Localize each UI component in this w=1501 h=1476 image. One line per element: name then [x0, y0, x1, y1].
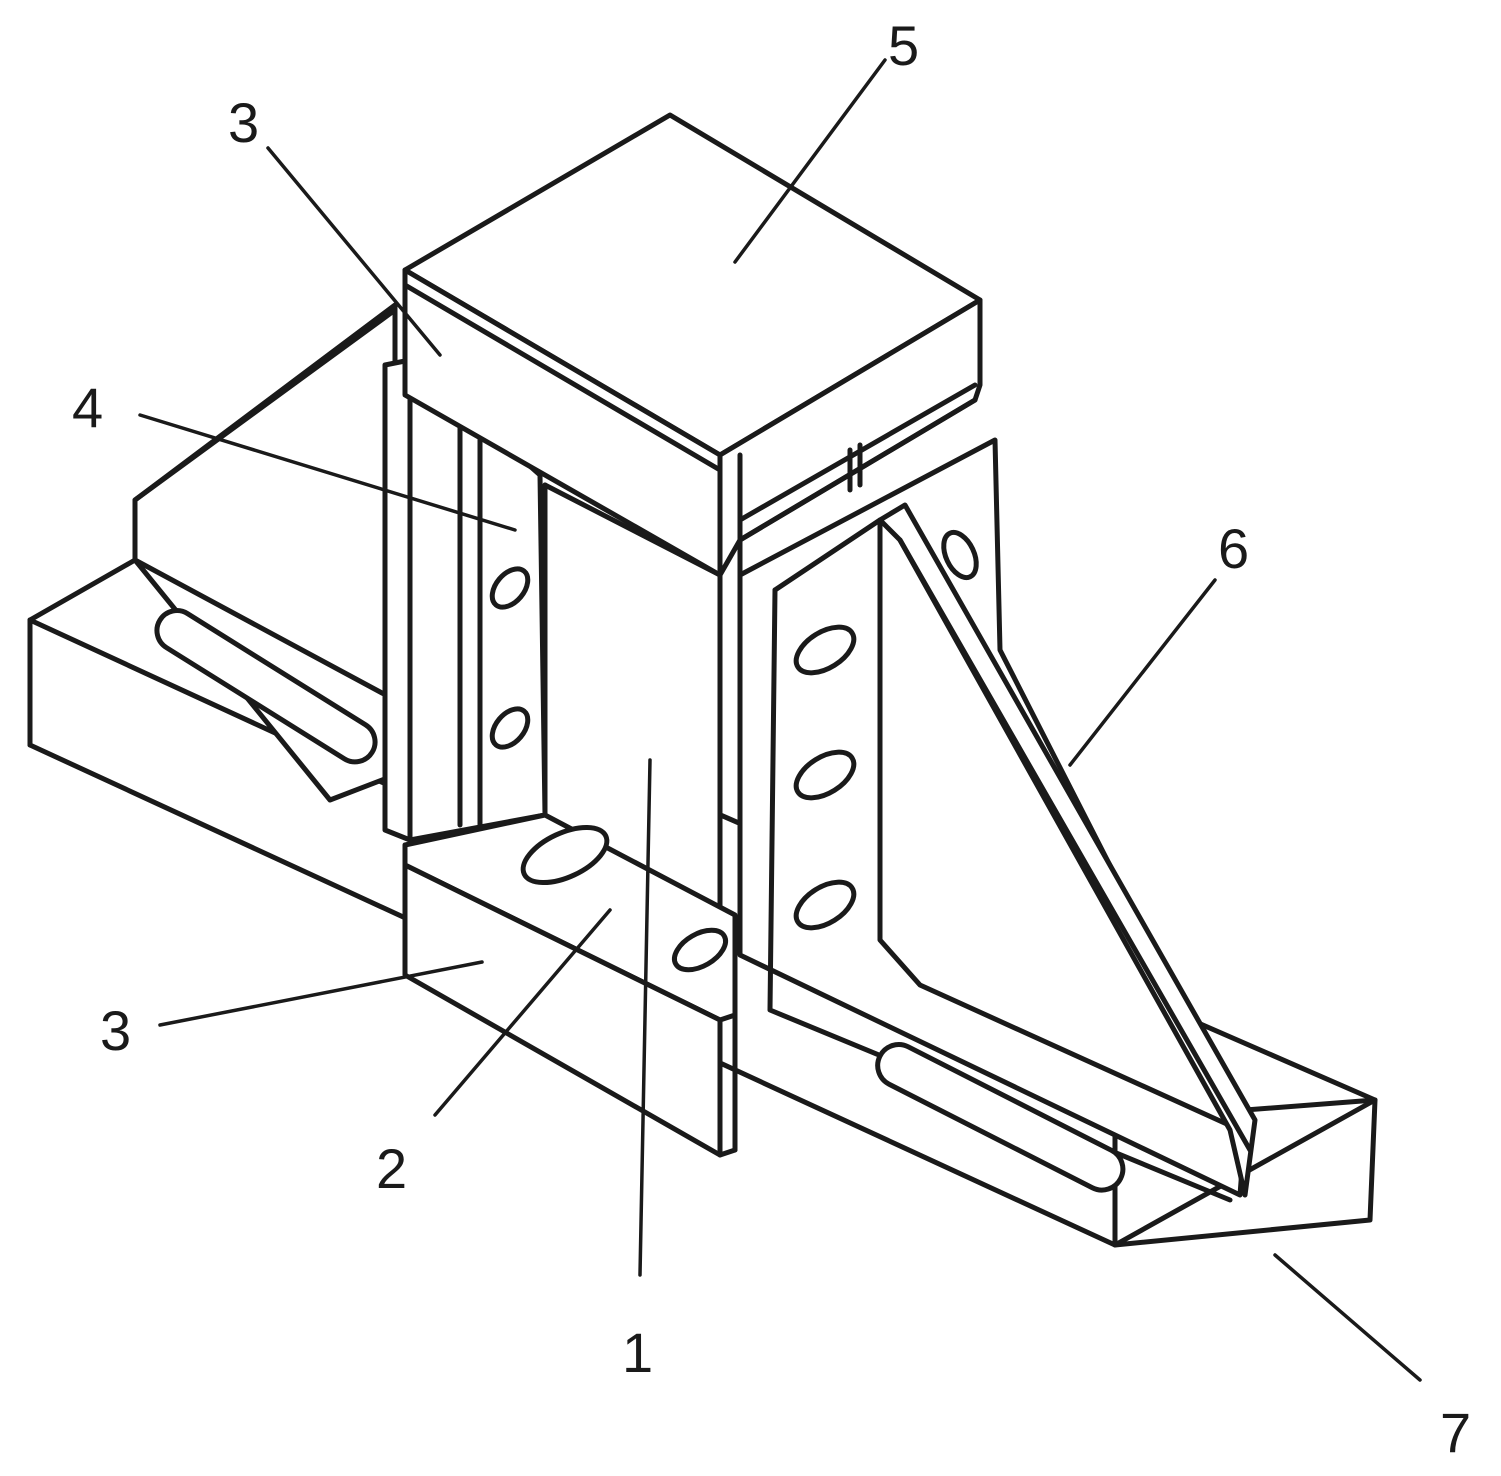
- label-4: 4: [72, 376, 103, 439]
- leader-4: [138, 413, 517, 532]
- label-1: 1: [622, 1321, 653, 1384]
- rib-hole: [941, 529, 979, 581]
- top-block-5: [402, 112, 983, 578]
- callout-labels: 1 2 3 3 4 5 6 7: [72, 14, 1471, 1464]
- leader-3-top: [266, 146, 442, 357]
- slot-right: [875, 1042, 1126, 1193]
- rib-6: [877, 502, 1258, 1198]
- leader-6: [1068, 578, 1217, 767]
- label-3-bottom: 3: [100, 999, 131, 1062]
- slot-left: [154, 608, 378, 765]
- hole-r1: [793, 624, 857, 676]
- label-6: 6: [1218, 517, 1249, 580]
- bottom-block-2: [402, 812, 738, 1158]
- hole-r3: [793, 879, 857, 931]
- leader-lines: [138, 58, 1422, 1382]
- label-2: 2: [376, 1137, 407, 1200]
- label-7: 7: [1440, 1401, 1471, 1464]
- block-hole-2: [671, 927, 729, 973]
- guide-strip-4: [382, 357, 548, 843]
- strip-hole-2: [489, 706, 531, 750]
- leader-1: [638, 758, 652, 1277]
- hole-r2: [793, 749, 857, 801]
- leader-7: [1273, 1253, 1422, 1382]
- label-3-top: 3: [228, 91, 259, 154]
- strip-hole-1: [489, 566, 531, 610]
- leader-2: [433, 908, 612, 1117]
- block-hole-1: [520, 824, 610, 886]
- label-5: 5: [888, 14, 919, 77]
- leader-3-bottom: [158, 960, 484, 1027]
- leader-5: [733, 58, 887, 264]
- right-angle-bracket: [737, 437, 1248, 1203]
